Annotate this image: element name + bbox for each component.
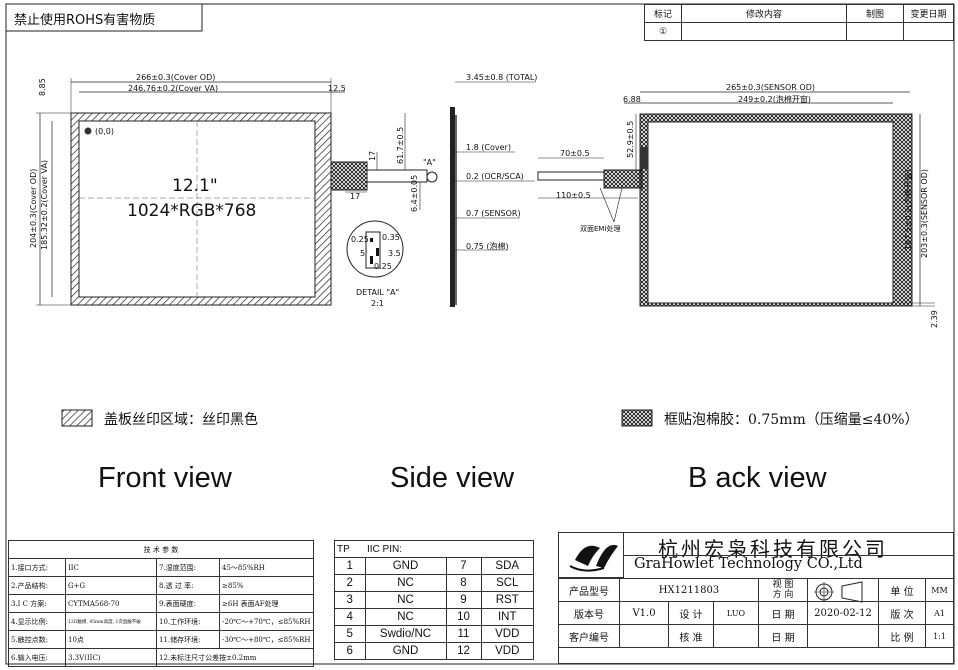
origin-marker <box>84 127 92 135</box>
detail-a <box>346 220 404 278</box>
dim-cover-od-h: 204±0.3(Cover OD) <box>29 168 38 248</box>
side-view-label: Side view <box>390 462 515 494</box>
screen-size-text: 12.1" <box>172 176 218 196</box>
detail-ref-label: "A" <box>423 158 436 167</box>
dim-fpc-thk: 6.4±0.05 <box>410 174 419 212</box>
front-view <box>36 78 438 306</box>
side-stack-sensor <box>455 115 457 305</box>
back-sensor-od-h: 203±0.3(SENSOR OD) <box>920 169 929 258</box>
fpc-tail-hatch <box>330 161 368 191</box>
pin-header-tp: TP <box>334 540 365 558</box>
back-sensor-window <box>647 121 894 304</box>
sheet-frame <box>5 3 955 665</box>
rev-header-date: 变更日期 <box>903 4 954 23</box>
side-sensor: 0.7 (SENSOR) <box>466 209 521 218</box>
back-foam-open-w: 249±0.2(泡棉开窗) <box>738 95 811 104</box>
table-row: 4.显示比例:12Ω触摸, 45mm高度, 1次直触不破 10.工作环境:-20… <box>8 612 314 631</box>
back-foam-open-h: 187.5±0.2(泡棉开窗) <box>904 169 913 250</box>
back-fpc-bond <box>640 147 648 169</box>
detail-scale: 2:1 <box>371 299 384 308</box>
dim-cover-od-w: 266±0.3(Cover OD) <box>136 73 216 82</box>
company-name-en: GraHowlet Technology CO.,Ltd <box>634 556 863 572</box>
detail-circle <box>346 220 404 278</box>
rohs-box <box>5 3 203 32</box>
rohs-note: 禁止使用ROHS有害物质 <box>14 13 156 28</box>
tech-params-table: 技 术 参 数 1.接口方式:IIC 7.湿度范围:45～85%RH 2.产品结… <box>8 540 314 667</box>
resolution-text: 1024*RGB*768 <box>127 201 257 221</box>
detail-contact-2 <box>370 256 373 264</box>
side-foam: 0.75 (泡棉) <box>466 242 509 251</box>
revision-table: 标记 修改内容 制图 变更日期 ① <box>644 4 954 41</box>
table-row: 版本号 V1.0 设 计 LUO 日 期 2020-02-12 版 次 A1 <box>558 601 954 625</box>
table-row: 3.I C 方案:CYTMA568-70 9.表面硬度:≥6H 表面AF处理 <box>8 594 314 613</box>
table-row: 产品型号 HX1211803 视 图 方 向 单 位 MM <box>558 578 954 602</box>
side-fpc-len1: 70±0.5 <box>560 149 590 158</box>
rev-row-drafter <box>846 22 904 41</box>
detail-caption: DETAIL "A" <box>356 288 400 297</box>
company-logo <box>569 544 618 572</box>
back-fpc-pos: 52.9±0.5 <box>626 120 635 158</box>
rev-header-drafter: 制图 <box>846 4 904 23</box>
title-block-table: 产品型号 HX1211803 视 图 方 向 单 位 MM 版本号 V1.0 设… <box>558 578 954 648</box>
table-row: 2.产品结构:G+G 8.透 过 率:≥85% <box>8 576 314 595</box>
side-emi-note: 双面EMI处理 <box>580 225 621 233</box>
tech-title: 技 术 参 数 <box>8 540 314 559</box>
dim-top-offset: 8.85 <box>38 78 47 96</box>
rev-row-date <box>903 22 954 41</box>
back-view-label: B ack view <box>688 462 827 494</box>
origin-label: (0,0) <box>95 127 114 136</box>
foam-tape-swatch <box>621 409 653 427</box>
detail-contact-3 <box>376 248 379 256</box>
dim-fpc-len: 61.7±0.5 <box>396 126 405 164</box>
table-row: 6.输入电压:3.3V(IIC) 12.未标注尺寸公差按±0.2mm <box>8 648 314 667</box>
side-stack-cover <box>450 107 455 307</box>
dim-cover-va-h: 185.32±0.2(Cover VA) <box>40 159 49 250</box>
detail-a-circle <box>426 171 438 183</box>
back-left-offset: 6.88 <box>623 95 641 104</box>
side-fpc-tail <box>537 171 605 181</box>
logo-cell <box>558 532 624 578</box>
table-row: 1.接口方式:IIC 7.湿度范围:45～85%RH <box>8 558 314 577</box>
company-name-cn: 杭州宏枭科技有限公司 <box>658 537 888 561</box>
side-cover: 1.8 (Cover) <box>466 143 511 152</box>
detail-dim-4: 3.5 <box>388 249 401 258</box>
cover-print-swatch <box>61 409 93 427</box>
rev-row-mark: ① <box>644 22 682 41</box>
rev-row-content <box>681 22 847 41</box>
dim-cover-va-w: 246.76±0.2(Cover VA) <box>128 84 219 93</box>
side-total: 3.45±0.8 (TOTAL) <box>466 73 538 82</box>
table-row: 客户编号 核 准 日 期 比 例 1:1 <box>558 624 954 648</box>
side-view <box>450 81 643 307</box>
rev-header-content: 修改内容 <box>681 4 847 23</box>
detail-dim-5: 0.25 <box>374 262 392 271</box>
back-view <box>624 91 935 307</box>
rev-header-mark: 标记 <box>644 4 682 23</box>
dim-right-offset: 12.5 <box>328 84 346 93</box>
table-row: 5.触控点数:10点 11.储存环境:-30℃～+80℃，≤85%RH <box>8 630 314 649</box>
detail-dim-3: 5 <box>360 249 366 258</box>
pin-header-iic: IIC PIN: <box>365 540 534 558</box>
dim-fpc-w: 17 <box>368 150 377 161</box>
legend-cover-print: 盖板丝印区域：丝印黑色 <box>104 412 258 428</box>
front-view-label: Front view <box>98 462 232 494</box>
detail-dim-2: 0.35 <box>382 233 400 242</box>
detail-contact-1 <box>370 238 373 242</box>
detail-dim-1: 0.25 <box>351 235 369 244</box>
back-bottom-offset: 2.39 <box>930 310 939 328</box>
dim-fpc-w2: 17 <box>350 192 361 201</box>
legend-foam-tape: 框贴泡棉胶：0.75mm（压缩量≤40%） <box>664 412 919 428</box>
side-oca: 0.2 (OCR/SCA) <box>466 172 524 181</box>
side-fpc-len2: 110±0.5 <box>556 191 591 200</box>
back-sensor-od-w: 265±0.3(SENSOR OD) <box>726 83 815 92</box>
side-fpc-hatch <box>603 169 643 189</box>
